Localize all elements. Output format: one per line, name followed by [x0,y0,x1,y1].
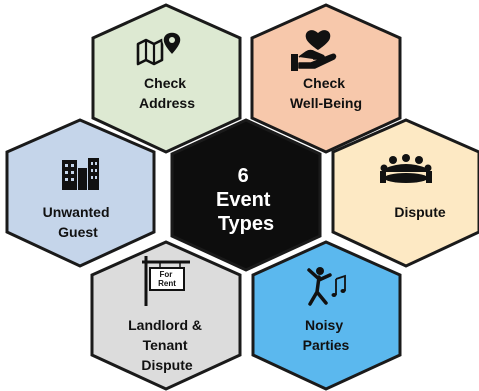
hex-label-line: Tenant [143,337,188,353]
svg-text:Unwanted Guest: Unwanted Guest [43,204,114,240]
dancing-music-icon [307,267,346,306]
svg-text:For Rent: For Rent [158,270,176,288]
sign-label-line: Rent [158,279,176,288]
hex-label-line: Guest [58,224,98,240]
center-label-line: Types [218,213,274,235]
hex-label-line: Noisy [305,317,343,333]
hex-label-line: Address [139,95,195,111]
sign-label-line: For [159,270,172,279]
hex-shape [91,3,242,154]
for-rent-sign-icon: For Rent [142,256,190,306]
hex-shape [250,3,402,154]
svg-text:Check Address: Check Address [139,75,195,111]
hex-check-well-being: Check Well-Being [250,3,402,154]
hex-label-line: Unwanted [43,204,110,220]
hex-landlord-tenant-dispute: For Rent Landlord & Tenant Dispute [90,240,242,391]
hex-shape [5,118,156,268]
center-label-line: Event [216,189,271,211]
center-label-line: 6 [238,165,249,187]
svg-text:Check Well-Being: Check Well-Being [290,75,362,111]
hex-label-line: Landlord & [128,317,202,333]
svg-text:Dispute: Dispute [394,204,446,220]
map-pin-icon [136,31,182,66]
hex-label-line: Dispute [394,204,446,220]
hex-center-event-types: 6 Event Types [170,118,322,272]
svg-text:6 Event Types: 6 Event Types [216,165,276,235]
hex-check-address: Check Address [91,3,242,154]
svg-text:Landlord & Tenant: Landlord & Tenant Dispute [128,317,206,373]
heart-hand-icon [291,30,337,71]
hex-shape [90,240,242,391]
hex-label-line: Check [144,75,186,91]
buildings-icon [62,158,99,190]
hex-label-line: Parties [303,337,350,353]
group-meeting-icon [380,154,432,183]
hex-unwanted-guest: Unwanted Guest [5,118,156,268]
svg-text:Noisy Parties: Noisy Parties [303,317,350,353]
hex-label-line: Well-Being [290,95,362,111]
hex-label-line: Dispute [141,357,193,373]
hex-label-line: Check [303,75,345,91]
hex-shape [331,118,479,268]
hex-noisy-parties: Noisy Parties [251,240,402,391]
hex-dispute: Dispute [331,118,479,268]
hex-shape [251,240,402,391]
hex-shape [170,118,322,272]
